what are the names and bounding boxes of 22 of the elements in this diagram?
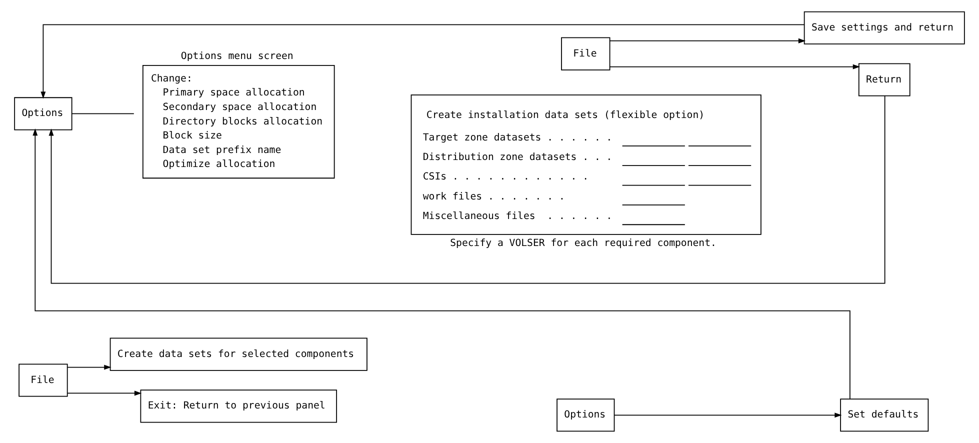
node-box: Exit: Return to previous panel	[140, 390, 337, 423]
node-label: Specify a VOLSER for each required component.	[450, 238, 716, 249]
arrow	[609, 38, 806, 44]
node-box: Options	[556, 398, 615, 432]
node-box: Create data sets for selected components	[110, 338, 368, 371]
arrow	[48, 96, 886, 284]
arrow	[67, 390, 142, 396]
arrow	[67, 364, 112, 370]
node-box: Options	[14, 97, 72, 130]
node-box: Change: Primary space allocation Secondary space allocation Directory blocks allocation Block size Data set prefix name Optimize allocation	[142, 64, 335, 179]
arrow	[40, 24, 805, 99]
node-box: Return	[858, 63, 910, 96]
node-label: Options menu screen	[180, 50, 294, 62]
node-box: File	[18, 364, 68, 397]
arrow	[614, 412, 842, 418]
node-box: Set defaults	[840, 398, 929, 432]
arrow	[609, 64, 860, 70]
arrow	[32, 128, 850, 400]
node-box: Save settings and return	[804, 11, 965, 44]
node-box: File	[561, 37, 610, 70]
connector	[72, 113, 134, 114]
node-box: Create installation data sets (flexible option) Target zone datasets . . . . . . Distribution zone datasets . . . CSIs . . . . . . . . . . . . work files . . . . . . . Miscellaneous files . . . . . .	[410, 94, 762, 235]
